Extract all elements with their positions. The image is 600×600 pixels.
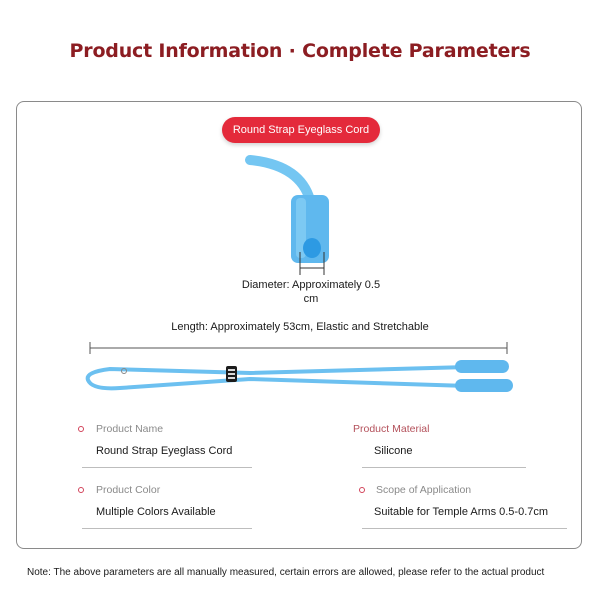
cord-tip-top	[455, 360, 509, 373]
page-title: Product Information · Complete Parameter…	[69, 40, 531, 62]
measurement-note: Note: The above parameters are all manua…	[27, 567, 545, 578]
length-label: Length: Approximately 53cm, Elastic and …	[171, 321, 429, 333]
bullet-icon	[78, 426, 84, 432]
param-label-scope: Scope of Application	[376, 484, 472, 496]
bullet-icon	[78, 487, 84, 493]
param-label-product-material: Product Material	[353, 423, 430, 435]
bullet-icon	[359, 487, 365, 493]
param-value-product-color: Multiple Colors Available	[96, 506, 216, 518]
param-label-product-color: Product Color	[96, 484, 161, 496]
cord-tip-bottom	[455, 379, 513, 392]
param-value-scope: Suitable for Temple Arms 0.5-0.7cm	[374, 506, 549, 518]
param-value-product-material: Silicone	[374, 445, 413, 457]
parameters-card	[16, 101, 582, 549]
param-label-product-name: Product Name	[96, 423, 164, 435]
cord-loop	[85, 365, 470, 391]
product-type-badge: Round Strap Eyeglass Cord	[222, 117, 380, 143]
diameter-label: Diameter: Approximately 0.5 cm	[241, 279, 381, 305]
param-value-product-name: Round Strap Eyeglass Cord	[96, 445, 233, 457]
cord-curve	[245, 155, 315, 205]
cord-opening	[303, 238, 321, 258]
